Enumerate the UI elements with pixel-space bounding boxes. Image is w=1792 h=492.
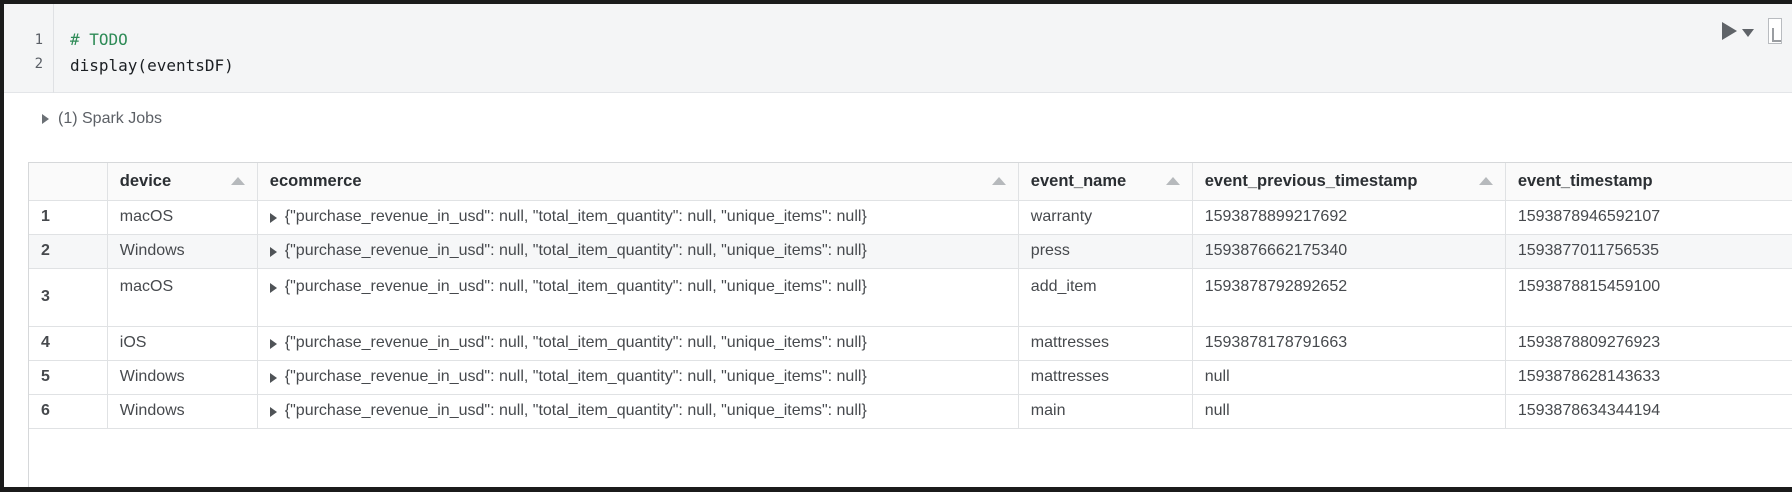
cell-event-previous-timestamp: 1593876662175340 — [1192, 234, 1506, 269]
row-index: 5 — [29, 360, 108, 395]
cell-device: macOS — [107, 268, 258, 327]
table-row[interactable]: 5 Windows {"purchase_revenue_in_usd": nu… — [29, 360, 1792, 395]
line-number-gutter: 1 2 — [4, 4, 54, 93]
cell-event-previous-timestamp: 1593878792892652 — [1192, 268, 1506, 327]
expand-json-icon[interactable] — [269, 247, 277, 257]
cell-event-name: press — [1018, 234, 1193, 269]
cell-event-previous-timestamp: 1593878899217692 — [1192, 200, 1506, 235]
column-header-index — [29, 163, 108, 201]
sort-ascending-icon[interactable] — [1478, 177, 1493, 186]
cell-event-name: mattresses — [1018, 360, 1193, 395]
expand-json-icon[interactable] — [269, 407, 277, 417]
cell-device: Windows — [107, 234, 258, 269]
cell-ecommerce-value: {"purchase_revenue_in_usd": null, "total… — [284, 242, 867, 259]
column-header-event-timestamp[interactable]: event_timestamp — [1505, 163, 1792, 201]
expand-json-icon[interactable] — [269, 282, 277, 293]
cell-device: Windows — [107, 360, 258, 395]
expand-json-icon[interactable] — [269, 373, 277, 383]
window-left-border — [0, 0, 4, 492]
code-line-2-display-call[interactable]: display(eventsDF) — [70, 56, 234, 75]
table-header-row: device ecommerce event_name — [29, 163, 1792, 201]
column-header-event-previous-timestamp[interactable]: event_previous_timestamp — [1192, 163, 1506, 201]
table-row[interactable]: 3 macOS {"purchase_revenue_in_usd": null… — [29, 268, 1792, 327]
row-index: 6 — [29, 394, 108, 429]
cell-ecommerce-value: {"purchase_revenue_in_usd": null, "total… — [284, 368, 867, 385]
cell-ecommerce[interactable]: {"purchase_revenue_in_usd": null, "total… — [257, 394, 1019, 429]
code-cell[interactable]: 1 2 # TODO display(eventsDF) — [4, 4, 1792, 93]
line-number-2: 2 — [34, 56, 43, 72]
column-header-device[interactable]: device — [107, 163, 258, 201]
column-header-event-name-label: event_name — [1030, 171, 1127, 190]
table-row[interactable]: 4 iOS {"purchase_revenue_in_usd": null, … — [29, 326, 1792, 361]
sort-ascending-icon[interactable] — [230, 177, 245, 186]
row-index: 1 — [29, 200, 108, 235]
code-line-1-comment[interactable]: # TODO — [70, 30, 128, 49]
table-body: 1 macOS {"purchase_revenue_in_usd": null… — [29, 200, 1792, 429]
spark-jobs-label: (1) Spark Jobs — [58, 110, 163, 127]
triangle-right-icon — [42, 114, 49, 124]
cell-event-timestamp: 1593877011756535 — [1505, 234, 1792, 269]
cell-event-timestamp: 1593878634344194 — [1505, 394, 1792, 429]
column-header-ecommerce-label: ecommerce — [269, 171, 362, 190]
sort-ascending-icon[interactable] — [1165, 177, 1180, 186]
cell-event-previous-timestamp: 1593878178791663 — [1192, 326, 1506, 361]
cell-ecommerce-value: {"purchase_revenue_in_usd": null, "total… — [284, 277, 867, 295]
expand-json-icon[interactable] — [269, 339, 277, 349]
result-table-container[interactable]: device ecommerce event_name — [28, 162, 1792, 487]
expand-json-icon[interactable] — [269, 213, 277, 223]
cell-ecommerce-value: {"purchase_revenue_in_usd": null, "total… — [284, 402, 867, 419]
cell-ecommerce-value: {"purchase_revenue_in_usd": null, "total… — [284, 208, 867, 225]
line-number-1: 1 — [34, 32, 43, 48]
cell-ecommerce[interactable]: {"purchase_revenue_in_usd": null, "total… — [257, 360, 1019, 395]
table-row[interactable]: 6 Windows {"purchase_revenue_in_usd": nu… — [29, 394, 1792, 429]
cell-ecommerce[interactable]: {"purchase_revenue_in_usd": null, "total… — [257, 234, 1019, 269]
cell-event-timestamp: 1593878815459100 — [1505, 268, 1792, 327]
cell-event-name: main — [1018, 394, 1193, 429]
cell-device: macOS — [107, 200, 258, 235]
table-header: device ecommerce event_name — [29, 163, 1792, 201]
cell-event-previous-timestamp: null — [1192, 394, 1506, 429]
column-header-device-label: device — [119, 171, 172, 190]
cell-ecommerce[interactable]: {"purchase_revenue_in_usd": null, "total… — [257, 200, 1019, 235]
row-index: 3 — [29, 268, 108, 327]
cell-event-name: warranty — [1018, 200, 1193, 235]
cell-event-name: add_item — [1018, 268, 1193, 327]
column-header-event-timestamp-label: event_timestamp — [1517, 171, 1653, 190]
cell-ecommerce[interactable]: {"purchase_revenue_in_usd": null, "total… — [257, 326, 1019, 361]
table-row[interactable]: 1 macOS {"purchase_revenue_in_usd": null… — [29, 200, 1792, 235]
cell-event-timestamp: 1593878628143633 — [1505, 360, 1792, 395]
cell-event-previous-timestamp: null — [1192, 360, 1506, 395]
play-icon[interactable] — [1722, 22, 1737, 40]
clipped-toolbar-control[interactable] — [1768, 18, 1782, 44]
sort-ascending-icon[interactable] — [991, 177, 1006, 186]
column-header-event-previous-timestamp-label: event_previous_timestamp — [1204, 171, 1418, 190]
cell-ecommerce-value: {"purchase_revenue_in_usd": null, "total… — [284, 334, 867, 351]
spark-jobs-toggle[interactable]: (1) Spark Jobs — [42, 110, 162, 128]
cell-event-timestamp: 1593878809276923 — [1505, 326, 1792, 361]
cell-device: Windows — [107, 394, 258, 429]
result-table: device ecommerce event_name — [29, 163, 1792, 429]
run-controls[interactable] — [1722, 18, 1782, 44]
cell-ecommerce[interactable]: {"purchase_revenue_in_usd": null, "total… — [257, 268, 1019, 327]
table-row[interactable]: 2 Windows {"purchase_revenue_in_usd": nu… — [29, 234, 1792, 269]
row-index: 4 — [29, 326, 108, 361]
cell-event-name: mattresses — [1018, 326, 1193, 361]
column-header-ecommerce[interactable]: ecommerce — [257, 163, 1019, 201]
cell-event-timestamp: 1593878946592107 — [1505, 200, 1792, 235]
row-index: 2 — [29, 234, 108, 269]
cell-device: iOS — [107, 326, 258, 361]
window-bottom-border — [0, 487, 1792, 492]
window-top-border — [0, 0, 1792, 4]
chevron-down-icon[interactable] — [1742, 29, 1754, 37]
column-header-event-name[interactable]: event_name — [1018, 163, 1193, 201]
